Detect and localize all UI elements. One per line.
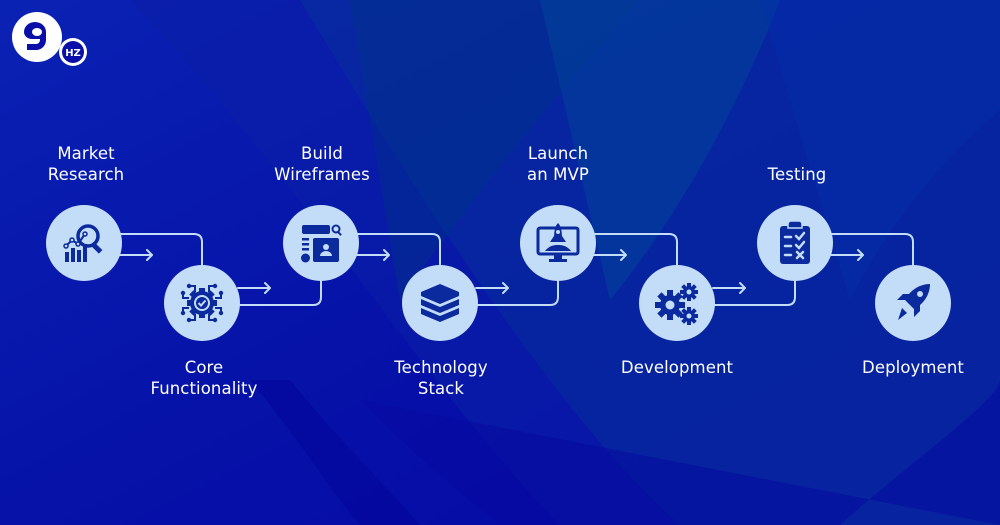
connector-line (356, 233, 441, 266)
connector-line (830, 233, 914, 266)
step-node-deployment (875, 265, 951, 341)
logo-badge-text: HZ (65, 48, 81, 59)
step-node-launch-mvp (520, 205, 596, 281)
connector-line (475, 280, 559, 306)
label-line: Research (47, 165, 125, 184)
arrow-icon (830, 249, 864, 261)
step-node-technology-stack (402, 265, 478, 341)
connector-line (593, 233, 678, 266)
step-node-market-research (46, 205, 122, 281)
connector-line (119, 233, 203, 266)
connector-line (237, 280, 322, 306)
rocket-icon (897, 284, 930, 320)
step-label-build-wireframes: Build Wireframes (242, 143, 402, 185)
label-line: Deployment (862, 358, 964, 377)
wireframe-layout-icon (301, 224, 342, 263)
arrow-icon (119, 249, 153, 261)
label-line: Core (184, 358, 224, 377)
label-line: Build (301, 144, 343, 163)
step-label-launch-mvp: Launch an MVP (478, 143, 638, 185)
step-label-deployment: Deployment (833, 357, 993, 378)
label-line: Market (57, 144, 115, 163)
label-line: Launch (527, 144, 589, 163)
step-label-core-functionality: Core Functionality (124, 357, 284, 399)
step-node-testing (757, 205, 833, 281)
arrow-icon (237, 282, 271, 294)
arrow-icon (712, 282, 746, 294)
label-line: Wireframes (274, 165, 370, 184)
arrow-icon (593, 249, 627, 261)
arrow-icon (475, 282, 509, 294)
step-label-market-research: Market Research (6, 143, 166, 185)
label-line: Functionality (150, 379, 258, 398)
label-line: Technology (394, 358, 488, 377)
gears-icon (655, 283, 698, 325)
step-node-development (639, 265, 715, 341)
brand-logo: HZ (12, 12, 87, 66)
label-line: an MVP (527, 165, 589, 184)
label-line: Development (620, 358, 734, 377)
label-line: Stack (417, 379, 465, 398)
step-node-build-wireframes (283, 205, 359, 281)
step-label-development: Development (597, 357, 757, 378)
label-line: Testing (767, 165, 827, 184)
market-research-chart-magnifier-icon (63, 224, 103, 262)
monitor-rocket-icon (536, 223, 580, 262)
arrow-icon (356, 249, 390, 261)
step-node-core-functionality (164, 265, 240, 341)
gear-circuit-check-icon (180, 283, 224, 323)
clipboard-checklist-icon (780, 220, 810, 264)
step-label-testing: Testing (717, 164, 877, 185)
layers-stack-icon (421, 284, 459, 322)
step-label-technology-stack: Technology Stack (361, 357, 521, 399)
logo-nine-glyph (24, 22, 46, 50)
connector-line (712, 280, 796, 306)
